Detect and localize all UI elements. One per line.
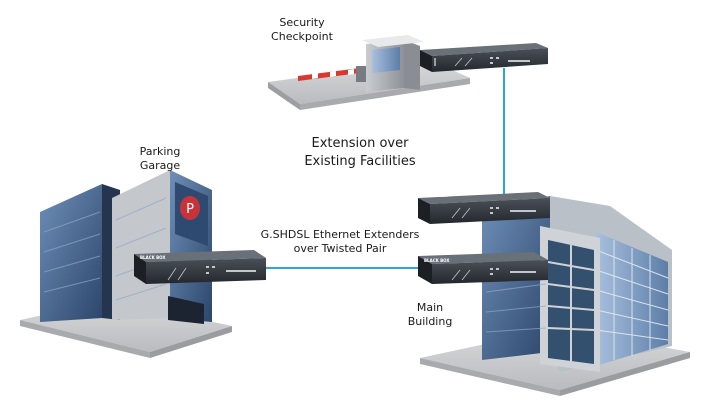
parking-sign-letter: P [186, 202, 194, 217]
device-brand-label: BLACK BOX [422, 193, 448, 198]
parking-garage-label: Parking Garage [120, 145, 200, 173]
caption-line: over Twisted Pair [293, 242, 387, 255]
security-checkpoint-label: Security Checkpoint [262, 16, 342, 44]
device-brand-label: BLACK BOX [424, 258, 450, 263]
network-extender-icon: BLACK BOX [418, 192, 550, 224]
label-line: Parking [139, 145, 181, 158]
extension-caption: Extension over Existing Facilities [280, 135, 440, 171]
device-brand-label: BLACK BOX [140, 255, 166, 260]
label-line: Building [407, 315, 453, 328]
label-line: Checkpoint [271, 30, 333, 43]
label-line: Security [279, 16, 325, 29]
network-extender-icon: BLACK BOX [420, 43, 548, 72]
caption-line: Existing Facilities [304, 154, 416, 169]
caption-line: Extension over [311, 136, 409, 151]
label-line: Garage [139, 159, 181, 172]
office-building-icon [20, 170, 232, 358]
main-building-label: Main Building [400, 301, 460, 329]
device-brand-label: BLACK BOX [423, 44, 449, 49]
label-line: Main [416, 301, 444, 314]
parking-sign-icon: P [180, 196, 200, 220]
extenders-caption: G.SHDSL Ethernet Extenders over Twisted … [250, 228, 430, 256]
connection-lines [262, 68, 505, 269]
network-extender-icon: BLACK BOX [134, 250, 266, 284]
security-booth-icon [268, 35, 470, 110]
office-building-icon [420, 196, 690, 396]
caption-line: G.SHDSL Ethernet Extenders [260, 228, 420, 241]
network-extender-icon: BLACK BOX [418, 252, 548, 284]
